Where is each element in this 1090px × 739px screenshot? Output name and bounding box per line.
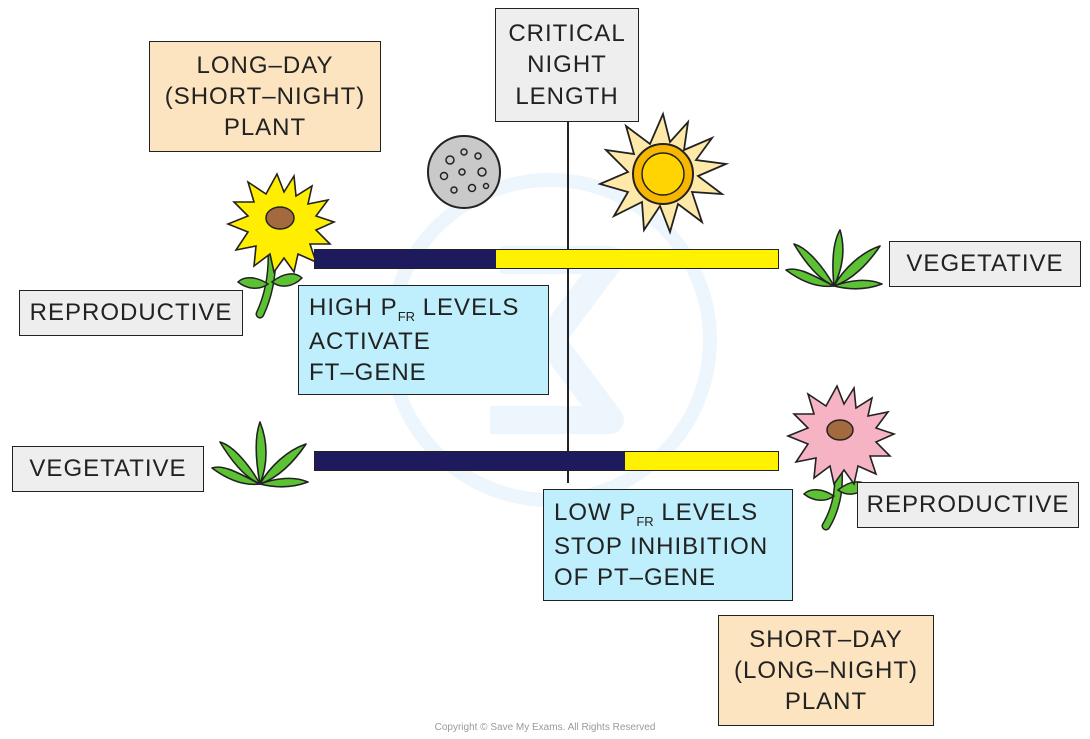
yellow-flower-icon <box>225 172 337 319</box>
critical-night-length-label: CRITICAL NIGHT LENGTH <box>495 8 639 122</box>
night-period <box>315 452 626 470</box>
vegetative-rosette-icon <box>211 421 309 488</box>
night-period <box>315 250 496 268</box>
note-low-pfr: LOW PFR LEVELS STOP INHIBITION OF PT–GEN… <box>543 489 793 601</box>
note-high-pfr: HIGH PFR LEVELS ACTIVATE FT–GENE <box>298 285 549 395</box>
state-label-reproductive: REPRODUCTIVE <box>857 482 1079 528</box>
day-period <box>625 452 778 470</box>
day-period <box>495 250 778 268</box>
critical-night-length-line <box>567 91 569 483</box>
sun-icon <box>597 111 730 235</box>
photoperiod-bar-long-day <box>314 249 779 269</box>
photoperiod-bar-short-day <box>314 451 779 471</box>
copyright-notice: Copyright © Save My Exams. All Rights Re… <box>434 722 656 733</box>
state-label-vegetative: VEGETATIVE <box>889 241 1081 287</box>
short-day-plant-label: SHORT–DAY (LONG–NIGHT) PLANT <box>718 615 934 726</box>
vegetative-rosette-icon <box>785 229 883 290</box>
long-day-plant-label: LONG–DAY (SHORT–NIGHT) PLANT <box>149 41 381 152</box>
state-label-reproductive: REPRODUCTIVE <box>19 290 243 336</box>
moon-icon <box>427 135 501 209</box>
state-label-vegetative: VEGETATIVE <box>12 446 204 492</box>
